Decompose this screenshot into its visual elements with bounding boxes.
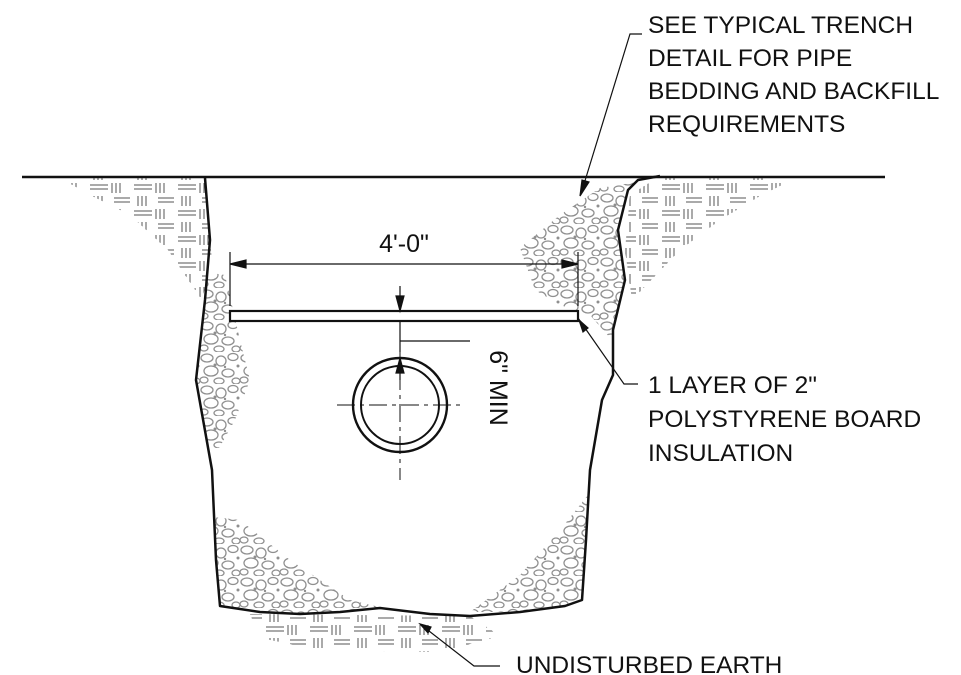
insulation-board	[228, 309, 580, 323]
insulation-note-line: INSULATION	[648, 440, 793, 467]
trench-outline	[194, 174, 661, 618]
cover-dimension	[395, 286, 470, 380]
trench-detail-note-line: REQUIREMENTS	[648, 111, 845, 138]
undisturbed-earth-note: UNDISTURBED EARTH	[516, 652, 782, 675]
insulation-note: 1 LAYER OF 2" POLYSTYRENE BOARD INSULATI…	[648, 372, 928, 467]
undisturbed-earth-hatch	[60, 176, 800, 652]
trench-detail-note-line: SEE TYPICAL TRENCH	[648, 12, 913, 39]
trench-detail-note-line: DETAIL FOR PIPE	[648, 45, 852, 72]
cover-dimension-label: 6" MIN	[484, 350, 512, 426]
width-dimension	[229, 252, 579, 306]
trench-detail-leader	[579, 33, 642, 197]
insulation-note-line: 1 LAYER OF 2"	[648, 372, 817, 399]
insulation-leader	[577, 317, 638, 385]
earth-leader	[418, 622, 500, 667]
width-dimension-label: 4'-0"	[379, 230, 429, 258]
trench-detail-note-line: BEDDING AND BACKFILL	[648, 78, 939, 105]
insulation-note-line: POLYSTYRENE BOARD	[648, 406, 921, 433]
trench-detail-note: SEE TYPICAL TRENCH DETAIL FOR PIPE BEDDI…	[648, 12, 945, 138]
